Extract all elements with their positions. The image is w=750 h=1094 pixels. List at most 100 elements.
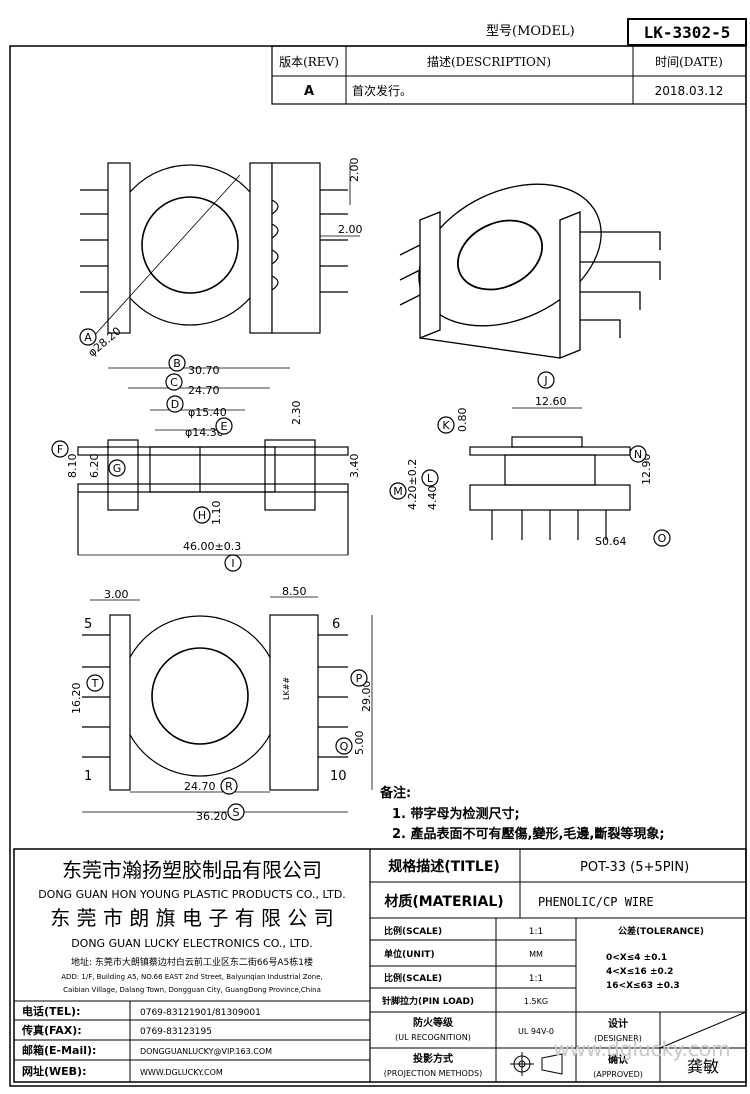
dim-side-k: 0.80	[456, 408, 469, 433]
dim-front-c: 24.70	[188, 384, 220, 397]
dim-bottom-p: 29.00	[360, 681, 373, 713]
top-left-pins	[80, 189, 108, 293]
designer-empty-slash	[659, 1011, 747, 1049]
balloon-n: N	[634, 448, 642, 461]
company-name-cn-1: 东莞市瀚扬塑胶制品有限公司	[62, 858, 322, 882]
web-label: 网址(WEB):	[22, 1064, 87, 1078]
email-label: 邮箱(E-Mail):	[22, 1043, 96, 1057]
balloon-a: A	[84, 331, 92, 344]
pin-5-label: 5	[84, 617, 92, 632]
balloon-b: B	[173, 357, 181, 370]
dim-front-h: 1.10	[210, 501, 223, 526]
title-label: 规格描述(TITLE)	[388, 858, 500, 875]
balloon-p: P	[356, 672, 363, 685]
balloon-q-circle	[335, 737, 353, 755]
dim-front-i: 46.00±0.3	[183, 540, 241, 553]
dim-front-b: 30.70	[188, 364, 220, 377]
tolerance-row-1: 0<X≤4 ±0.1	[606, 953, 667, 963]
dim-bottom-w1: 3.00	[104, 588, 129, 601]
tolerance-row-3: 16<X≤63 ±0.3	[606, 981, 680, 991]
dim-side-m: 4.40	[426, 486, 439, 511]
company-name-en-2: DONG GUAN LUCKY ELECTRONICS CO., LTD.	[71, 937, 313, 950]
dim-side-n: 12.90	[640, 454, 653, 486]
dim-side-o: S0.64	[595, 535, 626, 548]
pin-6-label: 6	[332, 617, 340, 632]
balloon-k: K	[442, 419, 450, 432]
scale-label: 比例(SCALE)	[384, 925, 442, 937]
tel-label: 电话(TEL):	[22, 1004, 80, 1018]
balloon-b-circle	[168, 354, 186, 372]
fax-label: 传真(FAX):	[21, 1023, 82, 1037]
pin-load-value: 1.5KG	[524, 997, 548, 1006]
balloon-f: F	[57, 443, 63, 456]
watermark: www.dglucky.com	[553, 1037, 730, 1061]
balloon-j-circle	[537, 371, 555, 389]
model-box	[627, 18, 747, 46]
material-label: 材质(MATERIAL)	[384, 893, 503, 910]
designer-label-en: (DESIGNER)	[594, 1034, 642, 1043]
note-2: 2. 產品表面不可有壓傷,變形,毛邊,斷裂等現象;	[392, 826, 665, 842]
balloon-m-circle	[389, 482, 407, 500]
notes-title: 备注:	[379, 785, 411, 801]
approved-label-en: (APPROVED)	[593, 1070, 643, 1079]
dim-side-l: 4.20±0.2	[406, 459, 419, 510]
bottom-view	[82, 596, 373, 813]
balloon-t-circle	[86, 674, 104, 692]
scale2-value: 1:1	[529, 974, 543, 984]
projection-symbol-icon	[510, 1052, 563, 1076]
tolerance-title: 公差(TOLERANCE)	[618, 925, 704, 937]
side-view	[469, 407, 631, 540]
title-block	[13, 848, 747, 1083]
top-inner-circle	[141, 196, 239, 294]
dim-bottom-t: 36.20	[196, 810, 228, 823]
balloon-a-circle	[79, 328, 97, 346]
balloon-c-circle	[165, 373, 183, 391]
top-outer-circle	[109, 164, 271, 326]
email-value: DONGGUANLUCKY@VIP.163.COM	[140, 1047, 272, 1056]
balloon-k-circle	[437, 416, 455, 434]
title-value: POT-33 (5+5PIN)	[580, 860, 689, 875]
balloon-t: T	[91, 677, 99, 690]
fax-value: 0769-83123195	[140, 1027, 212, 1037]
ul-value: UL 94V-0	[518, 1027, 554, 1036]
revision-table: 版本(REV) 描述(DESCRIPTION) 时间(DATE) A 首次发行。…	[271, 45, 747, 105]
address-en-2: Caibian Village, Dalang Town, Dongguan C…	[63, 986, 321, 994]
balloon-h-circle	[193, 506, 211, 524]
dim-front-r1: 2.30	[290, 401, 303, 426]
isometric-view	[399, 183, 661, 359]
top-view	[80, 162, 360, 339]
desc-value: 首次发行。	[352, 83, 412, 98]
pin-load-label: 针脚拉力(PIN LOAD)	[382, 995, 474, 1007]
dim-bottom-w2: 8.50	[282, 585, 307, 598]
balloon-f-circle	[51, 440, 69, 458]
balloon-l-circle	[421, 469, 439, 487]
balloon-o-circle	[653, 529, 671, 547]
dim-top-a: 2.00	[348, 158, 361, 183]
company-name-en-1: DONG GUAN HON YOUNG PLASTIC PRODUCTS CO.…	[38, 888, 346, 901]
balloon-g-circle	[108, 459, 126, 477]
dim-bottom-s: 16.20	[70, 683, 83, 715]
balloon-e: E	[221, 420, 228, 433]
approver-name: 龚敏	[687, 1057, 719, 1076]
web-value: WWW.DGLUCKY.COM	[140, 1068, 223, 1077]
unit-value: MM	[529, 950, 543, 959]
pin-1-label: 1	[84, 769, 92, 784]
unit-label: 单位(UNIT)	[384, 948, 435, 960]
balloon-l: L	[427, 472, 434, 485]
balloon-n-circle	[629, 445, 647, 463]
balloon-r: R	[225, 780, 233, 793]
address-en-1: ADD: 1/F, Building A5, NO.66 EAST 2nd St…	[61, 973, 323, 981]
balloon-g: G	[113, 462, 122, 475]
core-marking: LK##	[282, 677, 291, 700]
address-cn: 地址: 东莞市大朗镇蔡边村白云前工业区东二街66号A5栋1楼	[71, 956, 313, 968]
scale2-label: 比例(SCALE)	[384, 972, 442, 984]
rev-header: 版本(REV)	[279, 55, 339, 69]
designer-label-cn: 设计	[608, 1017, 628, 1030]
scale-value: 1:1	[529, 927, 543, 937]
ul-label-cn: 防火等级	[413, 1016, 454, 1029]
dim-top-b: 2.00	[338, 223, 363, 236]
balloon-c: C	[170, 376, 178, 389]
tolerance-row-2: 4<X≤16 ±0.2	[606, 967, 673, 977]
date-header: 时间(DATE)	[655, 55, 723, 69]
